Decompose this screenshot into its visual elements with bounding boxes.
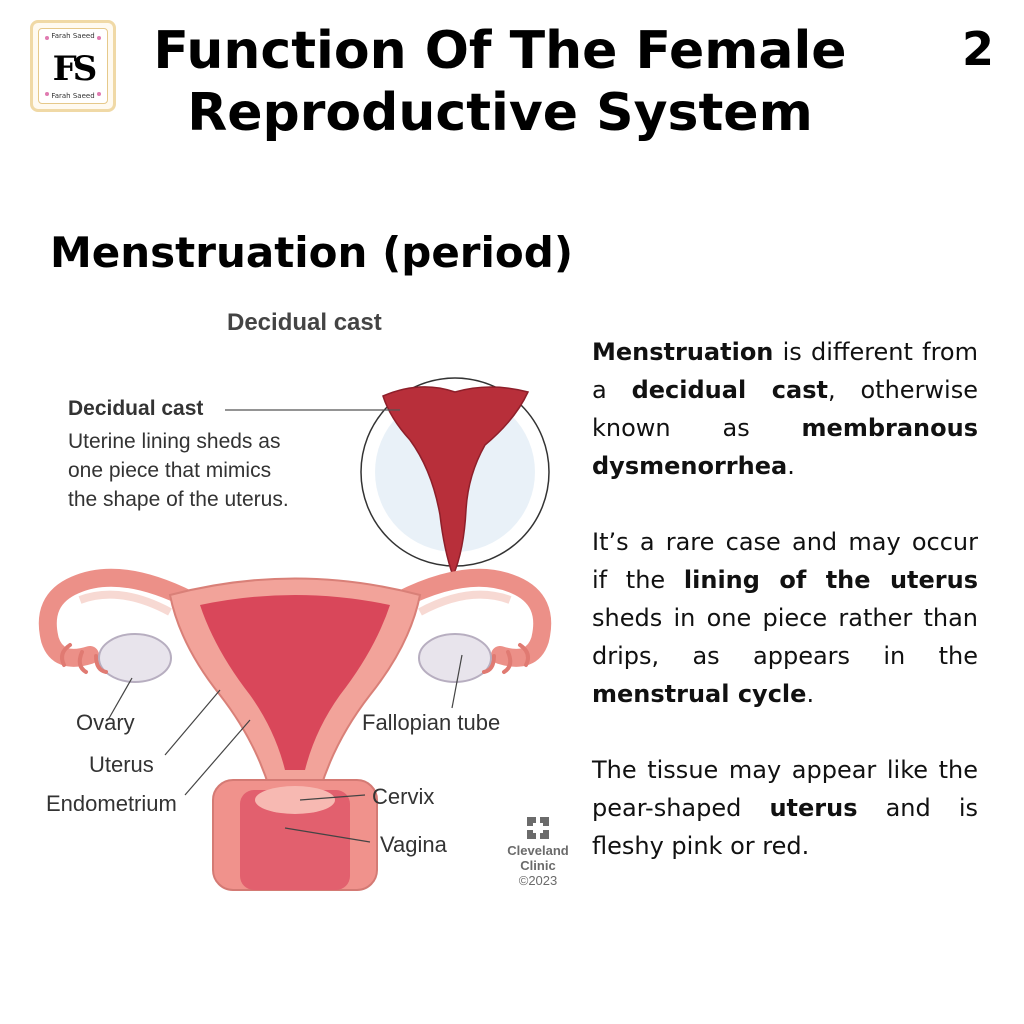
text-span: sheds in one piece rather than drips, as… xyxy=(592,604,978,670)
label-ovary: Ovary xyxy=(76,710,135,735)
diagram-heading: Decidual cast xyxy=(227,309,382,336)
text-span: It’s a rare case and may occur if the xyxy=(592,528,978,594)
cervix xyxy=(255,786,335,814)
right-tube-inner xyxy=(418,590,512,616)
ovary-leader xyxy=(107,677,133,721)
logo-dot xyxy=(97,36,101,40)
callout-line: Uterine lining sheds as xyxy=(68,430,281,453)
text-span: The tissue may appear like the pear-shap… xyxy=(592,756,978,822)
left-fallopian-tube xyxy=(38,568,199,667)
callout-title: Decidual cast xyxy=(68,397,204,420)
fallopian-leader xyxy=(451,654,463,709)
text-span: is different from a xyxy=(592,338,978,404)
label-fallopian-tube: Fallopian tube xyxy=(362,710,501,735)
brand-logo: Farah Saeed FS Farah Saeed xyxy=(30,20,116,112)
credit-year: ©2023 xyxy=(518,873,558,888)
paragraph-cause: It’s a rare case and may occur if the li… xyxy=(592,523,978,713)
right-fallopian-tube xyxy=(391,568,552,667)
left-tube-inner xyxy=(78,590,172,616)
logo-frame: Farah Saeed FS Farah Saeed xyxy=(38,28,108,104)
logo-monogram: FS xyxy=(52,49,98,89)
callout-description: Uterine lining sheds as one piece that m… xyxy=(68,427,289,514)
text-span: . xyxy=(787,452,795,480)
logo-dot xyxy=(45,36,49,40)
cervix-leader xyxy=(299,794,366,801)
text-span: , otherwise known as xyxy=(592,376,978,442)
callout-line: one piece that mimics xyxy=(68,459,272,482)
label-endometrium: Endometrium xyxy=(46,791,177,816)
term-decidual-cast: decidual cast xyxy=(631,376,828,404)
term-uterine-lining: lining of the uterus xyxy=(683,566,979,594)
uterus-diagram xyxy=(38,377,552,891)
endometrium-leader xyxy=(184,719,251,796)
term-membranous-dysmenorrhea: membranous dysmenorrhea xyxy=(592,414,978,480)
label-cervix: Cervix xyxy=(372,784,435,809)
vagina-canal xyxy=(240,790,350,890)
cleveland-clinic-credit: Cleveland Clinic ©2023 xyxy=(503,817,573,888)
logo-caption-top: Farah Saeed xyxy=(51,32,95,40)
page-title: Function Of The Female Reproductive Syst… xyxy=(153,21,847,143)
section-title: Menstruation (period) xyxy=(50,228,574,277)
term-uterus: uterus xyxy=(769,794,858,822)
text-span: and is fleshy pink or red. xyxy=(592,794,978,860)
logo-caption-bottom: Farah Saeed xyxy=(51,92,95,100)
right-ovary xyxy=(418,633,492,683)
term-menstruation: Menstruation xyxy=(592,338,774,366)
term-menstrual-cycle: menstrual cycle xyxy=(592,680,807,708)
anatomy-illustration: Decidual cast Decidual cast Uterine lini… xyxy=(0,300,590,910)
left-fimbriae xyxy=(60,643,108,674)
right-fimbriae xyxy=(482,643,530,674)
vagina-leader xyxy=(284,827,371,843)
endometrium-lining xyxy=(200,595,390,770)
paragraph-appearance: The tissue may appear like the pear-shap… xyxy=(592,751,978,865)
decidual-cast-shape xyxy=(382,386,530,579)
logo-dot xyxy=(45,92,49,96)
body-text: Menstruation is different from a decidua… xyxy=(592,333,978,903)
page-number: 2 xyxy=(961,22,994,76)
text-span: . xyxy=(806,680,815,708)
callout-line: the shape of the uterus. xyxy=(68,488,289,511)
logo-dot xyxy=(97,92,101,96)
paragraph-definition: Menstruation is different from a decidua… xyxy=(592,333,978,485)
uterus-leader xyxy=(164,689,221,756)
left-ovary xyxy=(98,633,172,683)
cleveland-clinic-icon xyxy=(527,817,549,839)
label-uterus: Uterus xyxy=(89,752,154,777)
credit-line1: Cleveland xyxy=(507,843,569,858)
label-vagina: Vagina xyxy=(380,832,447,857)
credit-line2: Clinic xyxy=(520,858,556,873)
